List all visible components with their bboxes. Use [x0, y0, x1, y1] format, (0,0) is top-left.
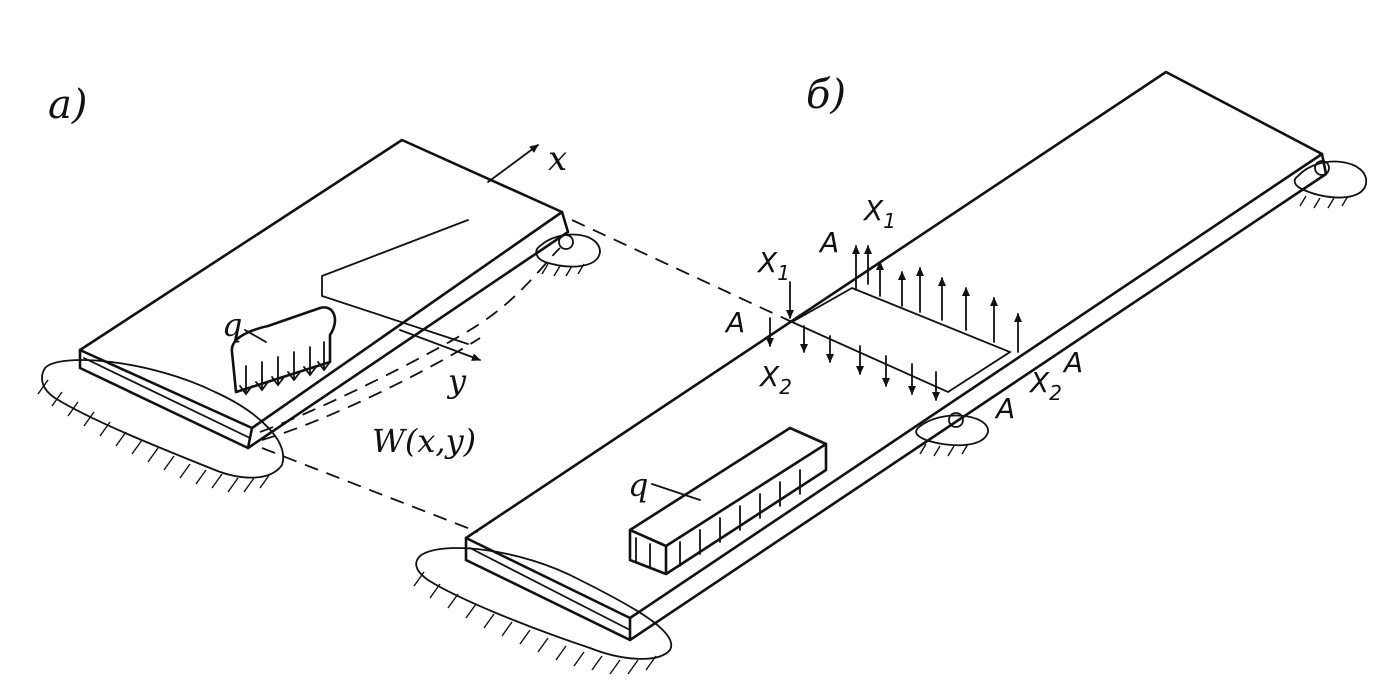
x-axis-arrow — [487, 144, 539, 183]
right-plate-top — [464, 70, 1324, 620]
section-label-a-left: A — [724, 306, 745, 339]
right-plate-edge — [464, 152, 1328, 642]
panel-b: б) q A A A A X1 X1 X2 X2 — [413, 70, 1367, 675]
left-load-label-q: q — [222, 306, 242, 344]
section-cut — [790, 287, 1012, 394]
panel-label-a: a) — [48, 82, 87, 128]
axis-label-x: x — [548, 139, 567, 179]
section-label-a-right-top: A — [1062, 346, 1083, 379]
left-ground-support — [37, 359, 285, 493]
axis-label-y: y — [446, 362, 467, 400]
force-label-x1-top: X1 — [862, 194, 896, 233]
section-force-arrows — [766, 245, 1022, 401]
panel-label-b: б) — [806, 72, 846, 118]
deflection-label: W(x,y) — [372, 422, 476, 460]
right-ground-support — [413, 547, 673, 675]
panel-a: a) x y q W(x,y) — [37, 82, 601, 493]
force-label-x2-right: X2 — [1028, 366, 1062, 405]
connector-lines — [261, 219, 793, 533]
left-inner-region — [321, 219, 469, 345]
right-load-block — [628, 426, 828, 576]
right-roller-middle — [915, 412, 989, 457]
section-label-a-top: A — [818, 226, 839, 259]
left-roller-support — [535, 233, 601, 277]
force-label-x1-left: X1 — [756, 246, 790, 285]
right-roller-top — [1293, 160, 1367, 209]
section-label-a-right-bottom: A — [994, 392, 1015, 425]
y-axis-arrow — [399, 329, 481, 361]
right-load-label-q: q — [628, 466, 648, 504]
deflection-curve — [259, 247, 561, 433]
force-label-x2-left: X2 — [758, 360, 792, 399]
left-load-block — [230, 306, 337, 396]
left-plate-edge — [78, 210, 570, 450]
